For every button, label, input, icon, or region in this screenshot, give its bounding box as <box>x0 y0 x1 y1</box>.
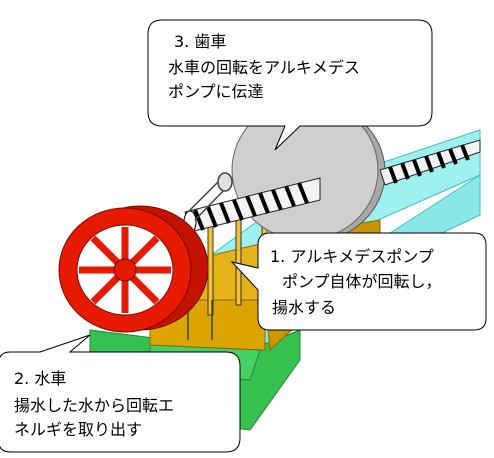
gear-callout-line1: 水車の回転をアルキメデス <box>168 58 360 77</box>
wheel-callout-line2: ネルギを取り出す <box>14 420 143 439</box>
archimedes-screw <box>183 139 481 234</box>
gear-callout-line2: ポンプに伝達 <box>168 82 264 101</box>
callout-gear <box>147 19 433 151</box>
wheel-callout-title: 2. 水車 <box>14 369 67 388</box>
pump-callout-line2: 揚水する <box>272 298 337 317</box>
callout-pump <box>230 232 487 331</box>
wheel-callout-line1: 揚水した水から回転エ <box>14 396 175 415</box>
gear-callout-title: 3. 歯車 <box>174 32 227 51</box>
pump-callout-title: 1. アルキメデスポンプ <box>270 247 434 266</box>
water-wheel <box>58 205 209 333</box>
callout-wheel <box>0 334 241 453</box>
pump-callout-line1: ポンプ自体が回転し， <box>282 272 442 291</box>
